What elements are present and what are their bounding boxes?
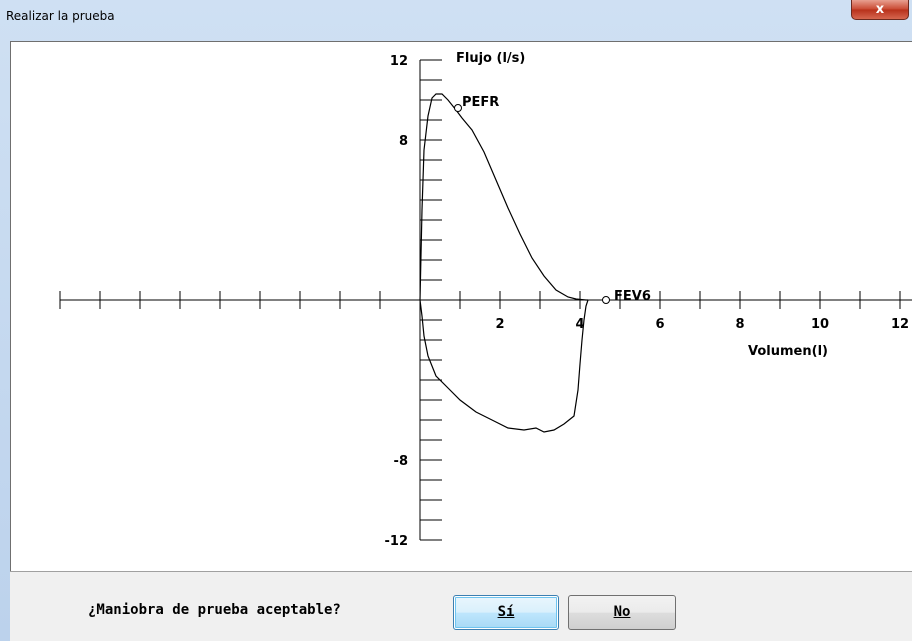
x-tick-label: 10 (811, 317, 829, 332)
flow-volume-chart: 2 4 6 8 10 12 12 8 -8 -12 Flujo (l/s) Volumen(l) PEF… (10, 41, 912, 571)
y-axis-title: Flujo (l/s) (456, 51, 525, 66)
inspiratory-curve (419, 299, 589, 433)
y-tick-label: -12 (385, 534, 409, 549)
x-tick-label: 6 (655, 317, 664, 332)
pefr-marker (454, 104, 462, 112)
x-tick-label: 8 (735, 317, 744, 332)
close-icon: x (875, 2, 885, 17)
y-tick-label: 12 (390, 54, 408, 69)
y-tick-label: -8 (394, 454, 408, 469)
question-label: ¿Maniobra de prueba aceptable? (88, 602, 341, 618)
yes-button[interactable]: Sí (453, 595, 559, 630)
x-tick-label: 2 (495, 317, 504, 332)
x-axis-title: Volumen(l) (748, 344, 828, 359)
x-tick-label: 4 (575, 317, 584, 332)
window-title: Realizar la prueba (6, 9, 115, 23)
chart-canvas: 2 4 6 8 10 12 12 8 -8 -12 Flujo (l/s) Volumen(l) PEF… (59, 51, 912, 549)
fev6-marker (602, 296, 610, 304)
title-bar[interactable]: Realizar la prueba x (0, 0, 912, 40)
no-button[interactable]: No (568, 595, 676, 630)
annotation-pefr: PEFR (462, 95, 499, 110)
annotation-fev6: FEV6 (614, 289, 651, 304)
x-tick-label: 12 (891, 317, 909, 332)
expiratory-curve (419, 93, 588, 301)
confirmation-panel: ¿Maniobra de prueba aceptable? Sí No (10, 571, 912, 641)
close-button[interactable]: x (851, 0, 909, 20)
y-tick-label: 8 (399, 134, 408, 149)
